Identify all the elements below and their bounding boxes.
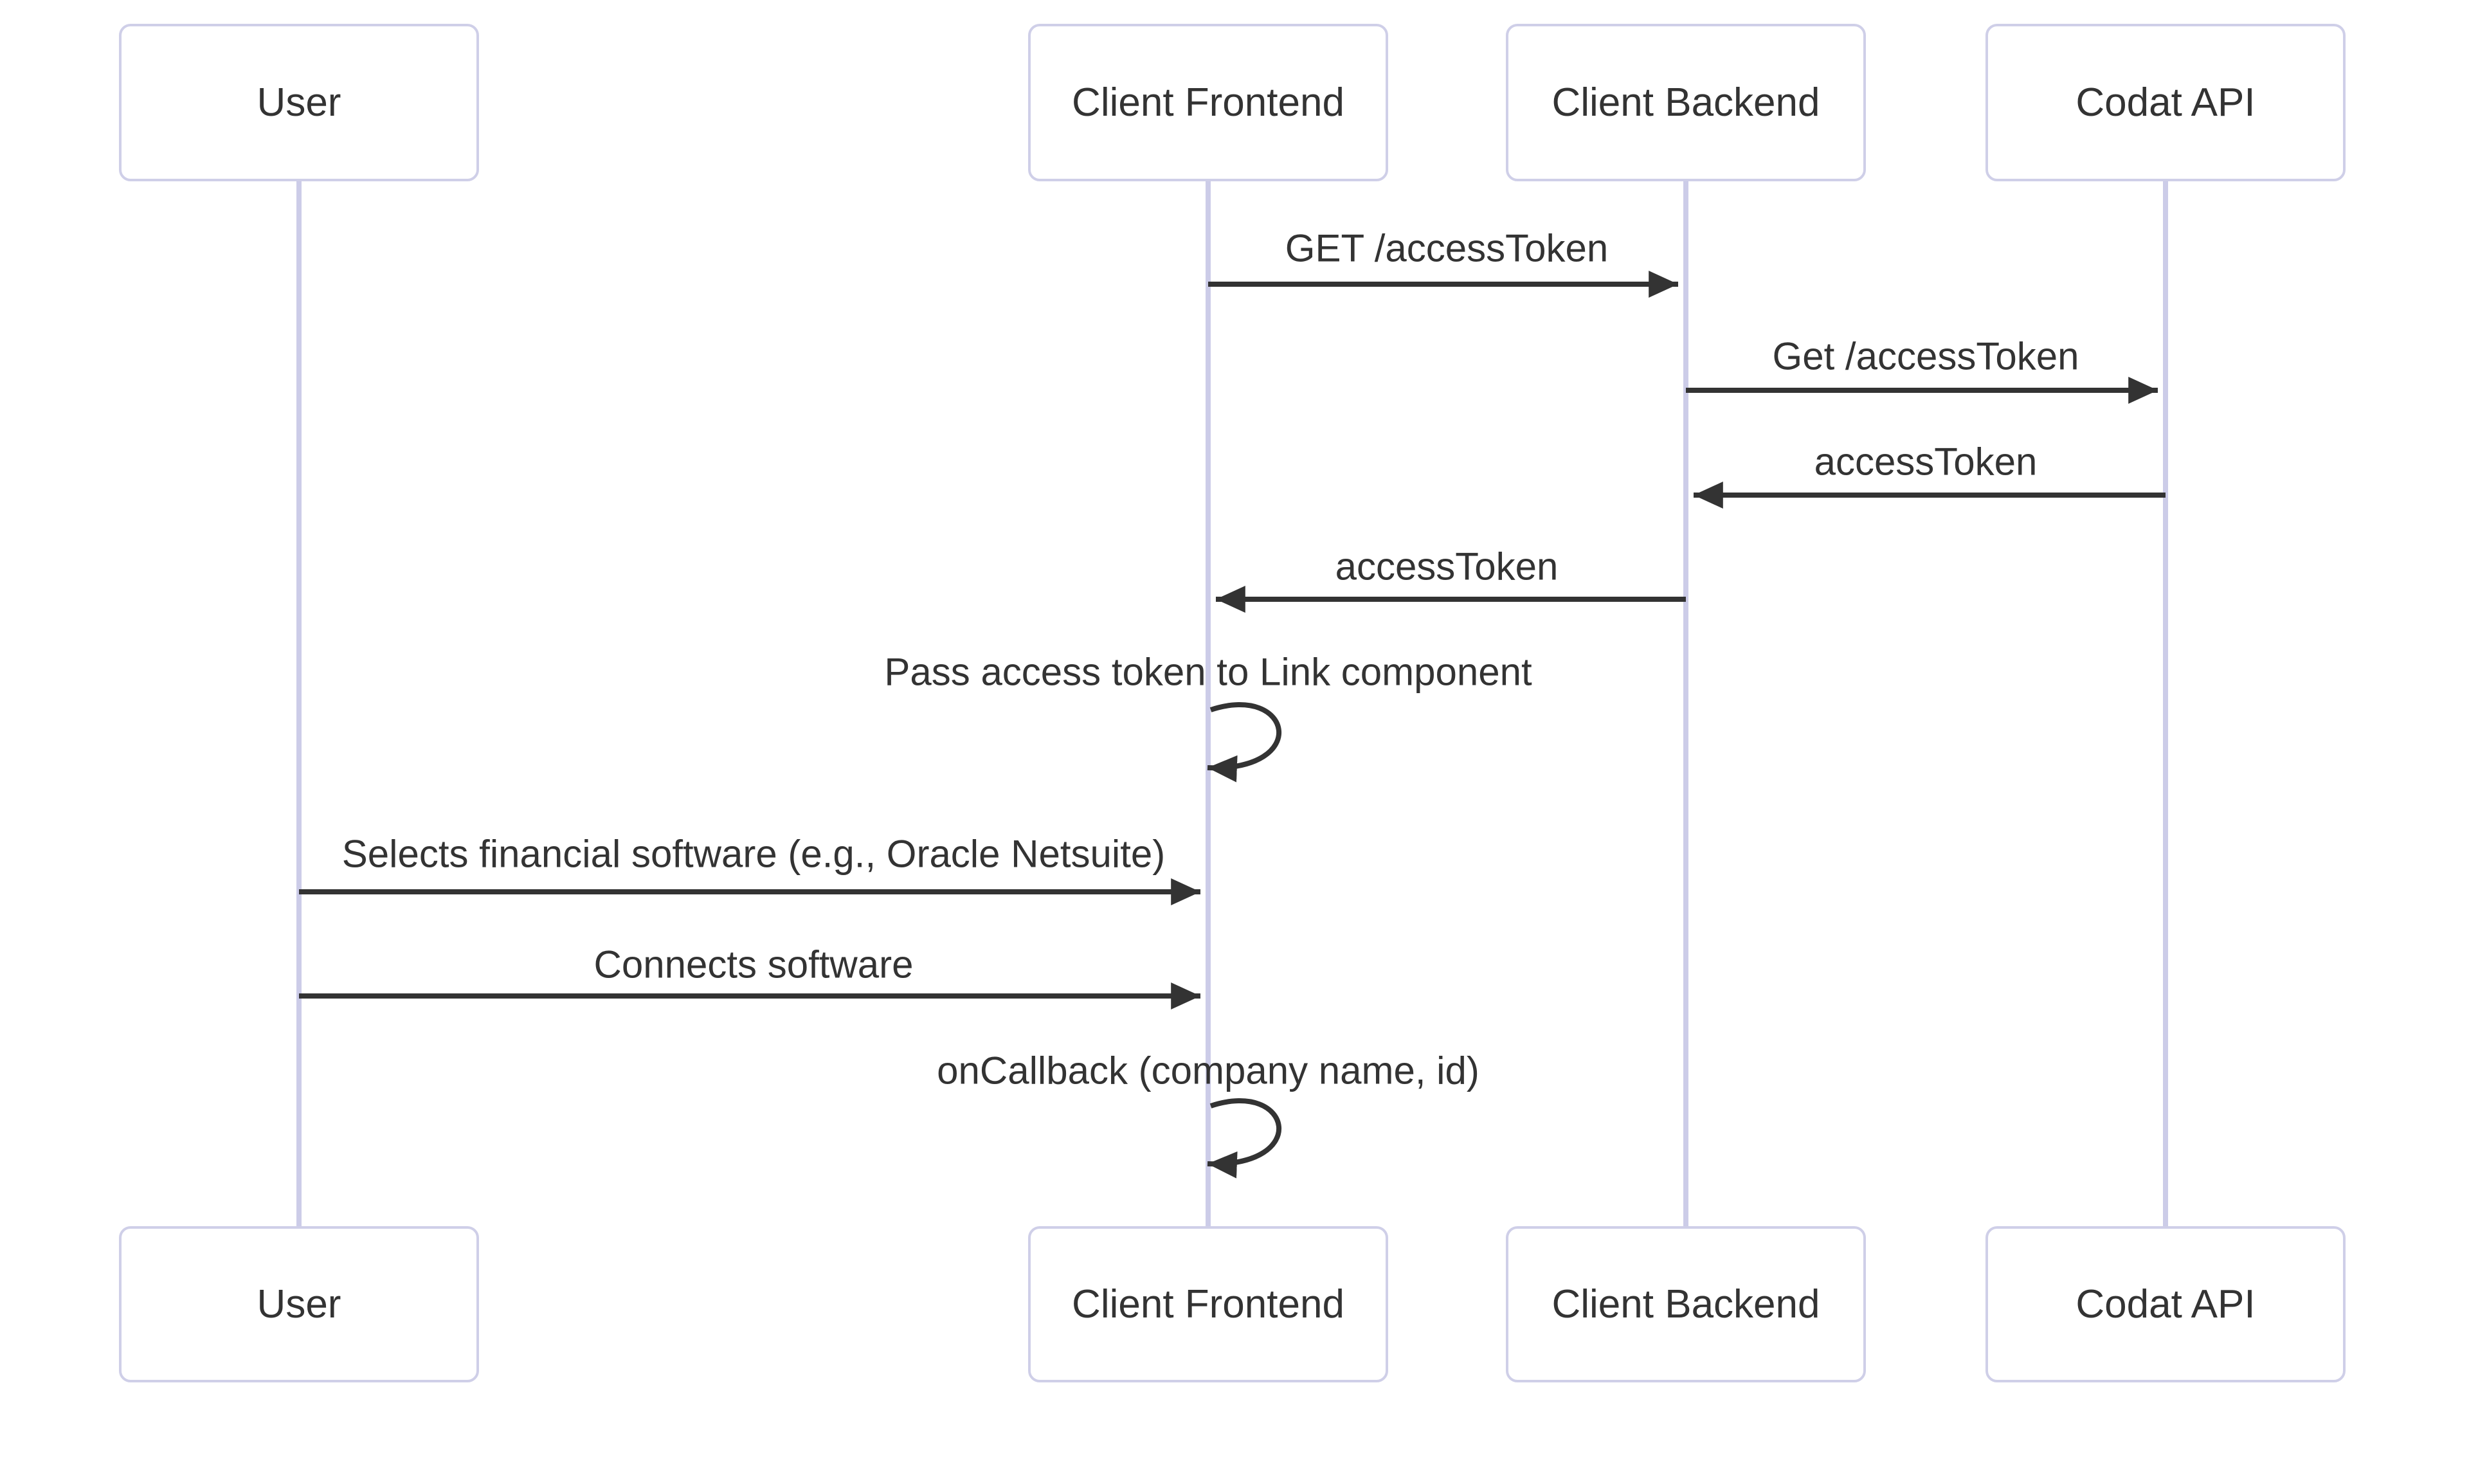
- actor-box-codat-api-top: Codat API: [1985, 24, 2346, 181]
- message-label-accesstoken-return-frontend: accessToken: [1335, 545, 1559, 588]
- message-label-accesstoken-return-backend: accessToken: [1814, 440, 2038, 484]
- actor-box-user-top: User: [119, 24, 479, 181]
- message-label-get-accesstoken: GET /accessToken: [1285, 226, 1609, 270]
- actor-label-client-frontend-bottom: Client Frontend: [1072, 1282, 1344, 1326]
- actor-label-user-bottom: User: [257, 1282, 341, 1326]
- actor-label-codat-api: Codat API: [2076, 80, 2256, 125]
- message-label-pass-access-token: Pass access token to Link component: [884, 650, 1532, 694]
- self-loop-oncallback: [1207, 1098, 1282, 1179]
- actor-box-client-backend-bottom: Client Backend: [1506, 1226, 1866, 1382]
- message-label-oncallback: onCallback (company name, id): [937, 1049, 1479, 1092]
- actor-label-client-backend: Client Backend: [1551, 80, 1820, 125]
- actor-label-user: User: [257, 80, 341, 125]
- actor-box-client-frontend-top: Client Frontend: [1028, 24, 1388, 181]
- actor-label-client-frontend: Client Frontend: [1072, 80, 1344, 125]
- actor-box-user-bottom: User: [119, 1226, 479, 1382]
- actor-label-client-backend-bottom: Client Backend: [1551, 1282, 1820, 1326]
- self-loop-pass-access-token: [1207, 702, 1282, 783]
- actor-label-codat-api-bottom: Codat API: [2076, 1282, 2256, 1326]
- actor-box-client-frontend-bottom: Client Frontend: [1028, 1226, 1388, 1382]
- message-label-selects-software: Selects financial software (e.g., Oracle…: [341, 832, 1166, 876]
- message-label-get-accesstoken-codat: Get /accessToken: [1772, 334, 2079, 378]
- actor-box-client-backend-top: Client Backend: [1506, 24, 1866, 181]
- actor-box-codat-api-bottom: Codat API: [1985, 1226, 2346, 1382]
- message-label-connects-software: Connects software: [593, 943, 914, 986]
